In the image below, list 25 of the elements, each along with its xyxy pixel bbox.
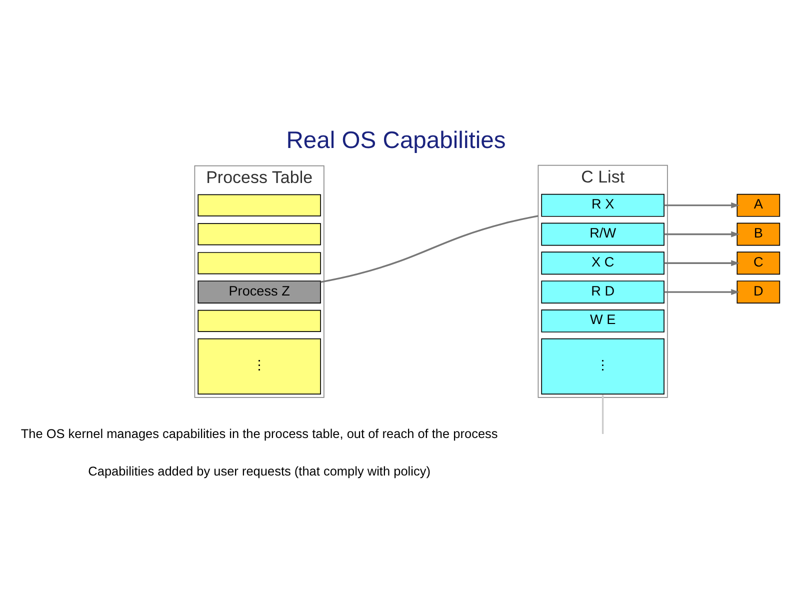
node-box: A (736, 193, 780, 216)
node-box: B (736, 222, 780, 246)
label: Capabilities added by user requests (that comply with policy) (88, 462, 430, 478)
arrow (664, 288, 740, 295)
node-box: X C (541, 251, 664, 274)
node-box (198, 222, 321, 245)
connector (320, 214, 538, 282)
node-box (198, 309, 321, 332)
node-box: ⋮ (541, 338, 664, 394)
node-box: W E (541, 308, 664, 332)
node-box: R X (541, 193, 664, 216)
arrow (664, 230, 740, 237)
arrow (664, 260, 740, 266)
node-box: ⋮ (198, 338, 321, 394)
connector (602, 394, 604, 434)
node-box: Process Z (198, 280, 321, 304)
node-box: C (736, 251, 780, 274)
diagram-title: Real OS Capabilities (286, 126, 506, 154)
node-box: R/W (541, 222, 664, 246)
node-box: R D (541, 280, 664, 304)
node-box (198, 252, 321, 274)
arrow (664, 202, 740, 208)
node-box: D (736, 280, 780, 304)
node-box (198, 194, 321, 216)
label: The OS kernel manages capabilities in the process table, out of reach of the process (20, 425, 498, 440)
